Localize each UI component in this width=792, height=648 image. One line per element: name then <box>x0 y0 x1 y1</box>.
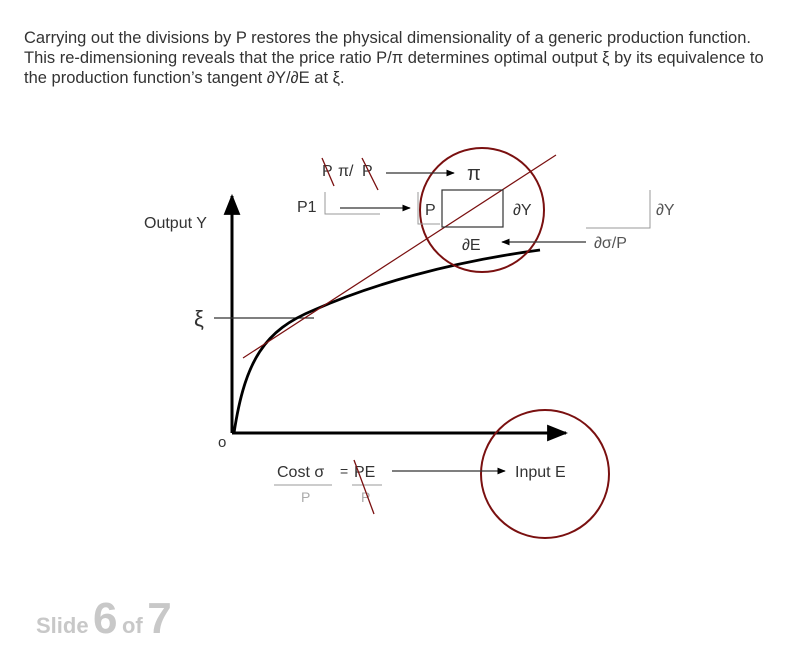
slide-total: 7 <box>147 594 172 643</box>
strike-3 <box>353 459 375 515</box>
of-word: of <box>121 613 143 638</box>
input-e-label: Input E <box>515 464 566 481</box>
lower-circle <box>480 409 610 539</box>
p-one-label: P1 <box>297 199 317 216</box>
slide-footer: Slide 6 of 7 <box>36 594 172 644</box>
tangent-line <box>242 154 557 359</box>
de-label: ∂E <box>462 237 481 254</box>
p-box-bracket <box>417 192 440 225</box>
p-one-bracket <box>324 192 380 215</box>
xi-label: ξ <box>194 306 204 331</box>
strike-1 <box>321 157 335 187</box>
pi-label: π <box>467 163 481 185</box>
dy-box-label: ∂Y <box>513 202 532 219</box>
caption: Carrying out the divisions by P restores… <box>24 29 764 87</box>
dsigma-over-p-label: ∂σ/P <box>594 235 627 252</box>
p-box-label: P <box>425 202 436 219</box>
right-fraction-bracket <box>586 190 651 229</box>
slide-number: 6 <box>93 594 118 643</box>
p-under-cost-label: P <box>301 489 310 505</box>
dy-right-label: ∂Y <box>656 202 675 219</box>
production-curve <box>232 248 541 434</box>
cost-label: Cost σ <box>277 464 324 481</box>
strike-2 <box>361 157 379 191</box>
equals-label: = <box>340 463 348 479</box>
p-under-pe-label: P <box>361 489 370 505</box>
ratio-rectangle <box>441 189 504 228</box>
output-y-label: Output Y <box>144 215 207 232</box>
slide-word: Slide <box>36 613 89 638</box>
pe-label: PE <box>354 464 375 481</box>
origin-label: o <box>218 434 226 451</box>
p-pi-p-pi: π/ <box>338 163 354 180</box>
p-pi-p-last-p: P <box>362 163 373 180</box>
upper-circle <box>419 147 545 273</box>
